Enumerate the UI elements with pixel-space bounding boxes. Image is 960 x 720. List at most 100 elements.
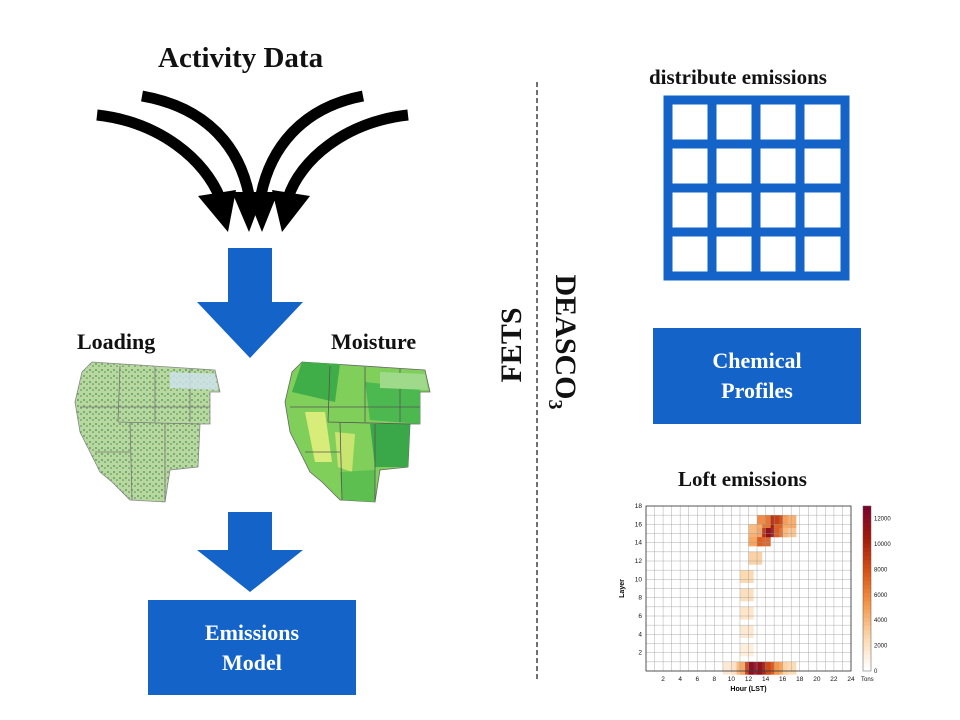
heatmap-cell	[739, 588, 754, 602]
colorbar-tick-label: 10000	[874, 542, 891, 548]
deasco-subscript: 3	[544, 399, 566, 410]
heatmap-cell	[782, 515, 797, 528]
curved-arrow-icon	[96, 90, 409, 201]
y-axis-label: Layer	[619, 579, 626, 598]
x-tick-label: 14	[762, 676, 770, 683]
colorbar-tick-label: 0	[874, 669, 878, 675]
colorbar-segment	[863, 617, 871, 622]
y-tick-label: 2	[638, 650, 642, 657]
colorbar-tick-label: 4000	[874, 618, 888, 624]
y-tick-label: 12	[635, 558, 643, 565]
heatmap-cell	[739, 606, 754, 620]
deasco-text: DEASCO	[549, 274, 582, 400]
emissions-model-line-1: Emissions	[204, 619, 300, 645]
colorbar-tick-label: 12000	[874, 517, 891, 523]
heatmap-cell	[739, 570, 754, 583]
x-tick-label: 18	[796, 676, 804, 683]
colorbar-segment	[863, 547, 871, 552]
colorbar-segment	[863, 662, 871, 668]
heatmap-cell	[782, 661, 797, 675]
distribute-emissions-title: distribute emissions	[649, 65, 827, 89]
heatmap-cell	[739, 625, 754, 638]
moisture-label: Moisture	[331, 329, 417, 354]
deasco-label: DEASCO3	[544, 267, 582, 417]
colorbar-segment	[863, 555, 871, 561]
colorbar-segment	[863, 666, 871, 672]
x-tick-label: 6	[695, 676, 699, 683]
chemical-profiles-line-2: Profiles	[721, 378, 793, 403]
colorbar-segment	[863, 638, 871, 643]
x-tick-label: 10	[728, 676, 736, 683]
colorbar-segment	[863, 539, 871, 544]
colorbar-segment	[863, 588, 871, 594]
colorbar-segment	[863, 596, 871, 602]
emissions-model-line-2: Model	[222, 649, 282, 675]
heatmap-cell	[722, 661, 737, 675]
colorbar-segment	[863, 646, 871, 651]
y-tick-label: 6	[638, 613, 642, 620]
x-tick-label: 20	[813, 676, 821, 683]
y-tick-label: 18	[635, 503, 643, 510]
chemical-profiles-line-1: Chemical	[712, 348, 802, 374]
chemical-profiles-box: Chemical Profiles	[653, 328, 861, 424]
x-tick-label: 22	[830, 676, 838, 683]
colorbar-segment	[863, 530, 871, 536]
colorbar-tick-label: 6000	[874, 593, 888, 599]
y-tick-label: 10	[635, 576, 643, 583]
loading-map-icon	[74, 361, 221, 503]
colorbar-segment	[863, 621, 871, 627]
colorbar-segment	[863, 613, 871, 618]
colorbar-segment	[863, 526, 871, 532]
x-tick-label: 12	[745, 676, 753, 683]
colorbar-segment	[863, 609, 871, 614]
colorbar-segment	[863, 559, 871, 565]
colorbar-segment	[863, 576, 871, 581]
heatmap-cell	[748, 524, 763, 538]
colorbar-segment	[863, 506, 871, 511]
colorbar-segment	[863, 534, 871, 540]
colorbar-tick-label: 8000	[874, 567, 888, 573]
colorbar-segment	[863, 567, 871, 573]
colorbar-segment	[863, 629, 871, 635]
x-tick-label: 2	[661, 676, 665, 683]
heatmap-cell	[748, 551, 763, 565]
loading-label: Loading	[77, 329, 156, 354]
colorbar-segment	[863, 633, 871, 639]
colorbar-segment	[863, 510, 871, 515]
colorbar-segment	[863, 600, 871, 606]
colorbar-segment	[863, 514, 871, 519]
colorbar-segment	[863, 625, 871, 631]
plot-frame	[645, 505, 852, 672]
y-tick-label: 8	[638, 595, 642, 602]
arrowheads	[198, 190, 310, 232]
colorbar-segment	[863, 543, 871, 548]
loft-emissions-title: Loft emissions	[678, 467, 807, 491]
colorbar-segment	[863, 584, 871, 589]
colorbar-segment	[863, 658, 871, 664]
x-tick-label: 16	[779, 676, 787, 683]
moisture-map-icon	[284, 361, 431, 503]
heatmap-cell	[739, 643, 754, 657]
x-axis-label: Hour (LST)	[730, 686, 766, 693]
colorbar-segment	[863, 654, 871, 660]
colorbar-segment	[863, 592, 871, 598]
colorbar-segment	[863, 522, 871, 528]
activity-data-title: Activity Data	[158, 42, 324, 74]
colorbar-label: Tons	[861, 677, 874, 683]
colorbar-segment	[863, 650, 871, 655]
colorbar-segment	[863, 605, 871, 610]
colorbar-segment	[863, 563, 871, 569]
colorbar-segment	[863, 642, 871, 647]
grid-icon	[663, 95, 850, 281]
colorbar-segment	[863, 551, 871, 556]
colorbar-tick-label: 2000	[874, 644, 888, 650]
y-tick-label: 4	[638, 631, 642, 638]
colorbar-frame	[862, 505, 872, 672]
colorbar-segment	[863, 518, 871, 523]
y-tick-label: 16	[635, 521, 643, 528]
x-tick-label: 4	[678, 676, 682, 683]
colorbar-segment	[863, 580, 871, 585]
fets-label: FETS	[495, 307, 528, 383]
y-tick-label: 14	[635, 540, 643, 547]
